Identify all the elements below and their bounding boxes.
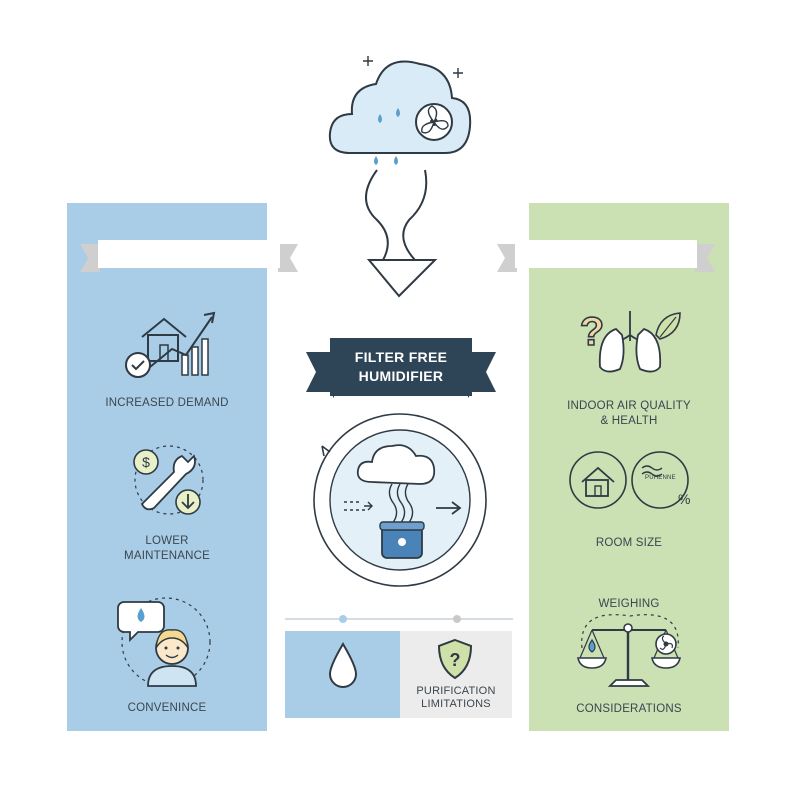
purification-line2: LIMITATIONS xyxy=(421,698,491,710)
svg-text:%: % xyxy=(678,491,690,507)
purification-line1: PURIFICATION xyxy=(416,685,496,697)
indoor-air-line1: INDOOR AIR QUALITY xyxy=(567,400,691,412)
house-humidity-icon: % xyxy=(569,451,690,509)
indoor-air-quality-label: INDOOR AIR QUALITY & HEALTH xyxy=(529,399,729,429)
lungs-question-leaf-icon: ? xyxy=(579,309,681,373)
increased-demand-label: INCREASED DEMAND xyxy=(105,397,229,409)
indoor-air-line2: & HEALTH xyxy=(600,415,658,427)
house-growth-chart-icon xyxy=(125,311,216,378)
water-drop-icon xyxy=(328,642,358,688)
weighing-label: WEIGHING xyxy=(598,598,660,610)
shield-question-icon: ? xyxy=(437,638,473,680)
title-line1: FILTER FREE xyxy=(354,349,448,365)
humidifier-cycle-icon xyxy=(313,413,487,587)
balance-scale-icon xyxy=(577,614,681,687)
person-water-bubble-icon xyxy=(117,597,211,687)
svg-text:?: ? xyxy=(450,650,461,670)
svg-text:$: $ xyxy=(142,454,150,470)
purification-limitations-label: PURIFICATION LIMITATIONS xyxy=(400,685,512,711)
right-ribbon xyxy=(497,240,715,272)
lower-maintenance-line1: LOWER xyxy=(145,535,189,547)
convenience-label: CONVENINCE xyxy=(127,702,207,714)
bottom-slider xyxy=(285,615,513,623)
title-line2: HUMIDIFIER xyxy=(358,368,444,384)
dollar-wrench-icon: $ xyxy=(133,445,204,515)
lower-maintenance-line2: MAINTENANCE xyxy=(124,550,210,562)
lower-maintenance-label: LOWER MAINTENANCE xyxy=(67,534,267,564)
room-size-icon-text: PUHENNE xyxy=(645,475,676,481)
left-ribbon xyxy=(80,240,298,272)
considerations-label: CONSIDERATIONS xyxy=(576,703,682,715)
room-size-label: ROOM SIZE xyxy=(595,537,663,549)
cloud-fan-icon xyxy=(328,56,472,165)
title-banner: FILTER FREE HUMIDIFIER xyxy=(330,338,472,396)
down-arrow-icon xyxy=(365,169,438,298)
